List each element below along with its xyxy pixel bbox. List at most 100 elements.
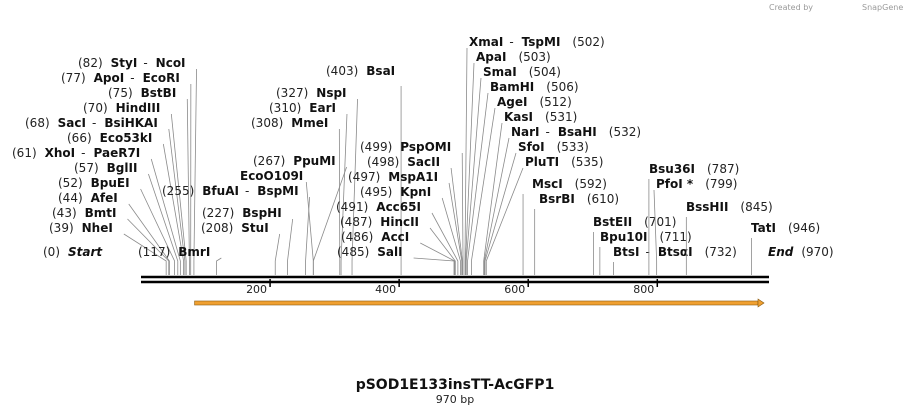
site-label[interactable]: BtsI-BtsαI(732): [613, 245, 737, 259]
site-label[interactable]: (77)ApoI-EcoRI: [61, 71, 180, 85]
site-label[interactable]: (117)BmrI: [138, 245, 210, 259]
site-xhoi-paer7i[interactable]: (61)XhoI-PaeR7I: [12, 146, 181, 275]
site-ppumi[interactable]: (267)PpuMI: [253, 154, 348, 275]
site-label[interactable]: (39)NheI: [49, 221, 113, 235]
site-agei[interactable]: AgeI(512): [471, 95, 572, 275]
site-label[interactable]: TatI(946): [751, 221, 820, 235]
site-apai[interactable]: ApaI(503): [465, 50, 551, 275]
site-label[interactable]: (308)MmeI: [251, 116, 328, 130]
site-label[interactable]: NarI-BsaHI(532): [511, 125, 641, 139]
site-kasi[interactable]: KasI(531): [483, 110, 578, 275]
site-label[interactable]: SmaI(504): [483, 65, 561, 79]
site-label[interactable]: (310)EarI: [269, 101, 336, 115]
site-bpuei[interactable]: (52)BpuEI: [58, 176, 175, 275]
site-bstbi[interactable]: (75)BstBI: [108, 86, 190, 275]
site-bsteii[interactable]: BstEII(701): [592, 215, 676, 275]
site-label[interactable]: (498)SacII: [367, 155, 440, 169]
feature-arrow-bar[interactable]: [194, 300, 759, 306]
site-nhei[interactable]: (39)NheI: [49, 221, 167, 275]
site-label[interactable]: (491)Acc65I: [336, 200, 421, 214]
site-label[interactable]: (495)KpnI: [360, 185, 431, 199]
site-label[interactable]: (52)BpuEI: [58, 176, 130, 190]
site-label[interactable]: Bpu10I(711): [600, 230, 692, 244]
site-label[interactable]: (486)AccI: [341, 230, 409, 244]
site-label[interactable]: (57)BglII: [74, 161, 137, 175]
site-bsai[interactable]: (403)BsaI: [326, 64, 402, 275]
site-label[interactable]: End(970): [768, 245, 834, 259]
site-label[interactable]: PluTI(535): [525, 155, 603, 169]
feature-arrow-head[interactable]: [757, 298, 765, 308]
site-label[interactable]: (68)SacI-BsiHKAI: [25, 116, 158, 130]
site-label[interactable]: BsrBI(610): [539, 192, 619, 206]
site-label[interactable]: (75)BstBI: [108, 86, 176, 100]
site-label[interactable]: BssHII(845): [686, 200, 773, 214]
site-label[interactable]: (70)HindIII: [83, 101, 160, 115]
site-bsshii[interactable]: BssHII(845): [685, 200, 773, 275]
site-hindiii[interactable]: (70)HindIII: [83, 101, 187, 275]
site-btsi-bts-i[interactable]: BtsI-BtsαI(732): [613, 245, 737, 275]
site-bfuai-bspmi[interactable]: (255)BfuAI-BspMI: [162, 184, 310, 275]
site-nari-bsahi[interactable]: NarI-BsaHI(532): [483, 125, 641, 275]
site-label[interactable]: SfoI(533): [518, 140, 589, 154]
site-afei[interactable]: (44)AfeI: [58, 191, 170, 275]
site-acc65i[interactable]: (491)Acc65I: [336, 200, 459, 275]
site-smai[interactable]: SmaI(504): [465, 65, 561, 275]
site-label[interactable]: MscI(592): [532, 177, 607, 191]
site-end[interactable]: End(970): [768, 245, 834, 259]
site-eari[interactable]: (310)EarI: [269, 101, 348, 275]
site-label[interactable]: ApaI(503): [476, 50, 551, 64]
site-start[interactable]: (0)Start: [43, 245, 103, 259]
site-tati[interactable]: TatI(946): [751, 221, 820, 275]
site-label[interactable]: EcoO109I: [240, 169, 303, 183]
site-label[interactable]: (44)AfeI: [58, 191, 118, 205]
site-saci-bsihkai[interactable]: (68)SacI-BsiHKAI: [25, 116, 186, 275]
site-sfoi[interactable]: SfoI(533): [484, 140, 589, 275]
site-bmti[interactable]: (43)BmtI: [52, 206, 170, 275]
site-bsphi[interactable]: (227)BspHI: [202, 206, 294, 275]
site-label[interactable]: (0)Start: [43, 245, 103, 259]
site-pspomi[interactable]: (499)PspOMI: [360, 140, 464, 275]
site-hincii[interactable]: (487)HincII: [340, 215, 456, 275]
site-label[interactable]: (267)PpuMI: [253, 154, 336, 168]
site-stui[interactable]: (208)StuI: [201, 221, 281, 275]
site-label[interactable]: (208)StuI: [201, 221, 269, 235]
site-bsrbi[interactable]: BsrBI(610): [534, 192, 619, 275]
site-label[interactable]: AgeI(512): [497, 95, 572, 109]
site-label[interactable]: XmaI-TspMI(502): [469, 35, 605, 49]
site-kpni[interactable]: (495)KpnI: [360, 185, 461, 275]
site-mspa1i[interactable]: (497)MspA1I: [348, 170, 463, 275]
site-styi-ncoi[interactable]: (82)StyI-NcoI: [78, 56, 197, 275]
site-acci[interactable]: (486)AccI: [341, 230, 456, 275]
site-msci[interactable]: MscI(592): [522, 177, 607, 275]
site-label[interactable]: KasI(531): [504, 110, 577, 124]
site-sacii[interactable]: (498)SacII: [367, 155, 463, 275]
site-bglii[interactable]: (57)BglII: [74, 161, 179, 275]
site-xmai-tspmi[interactable]: XmaI-TspMI(502): [464, 35, 605, 275]
site-nspi[interactable]: (327)NspI: [276, 86, 358, 275]
site-bpu10i[interactable]: Bpu10I(711): [599, 230, 692, 275]
site-bamhi[interactable]: BamHI(506): [467, 80, 579, 275]
site-label[interactable]: PfoI *(799): [656, 177, 737, 191]
site-eco53ki[interactable]: (66)Eco53kI: [67, 131, 184, 275]
site-pfoi-[interactable]: PfoI *(799): [653, 177, 737, 275]
site-label[interactable]: (43)BmtI: [52, 206, 117, 220]
site-label[interactable]: (499)PspOMI: [360, 140, 451, 154]
site-bmri[interactable]: (117)BmrI: [138, 245, 222, 275]
site-label[interactable]: (61)XhoI-PaeR7I: [12, 146, 140, 160]
site-label[interactable]: (327)NspI: [276, 86, 347, 100]
site-label[interactable]: (487)HincII: [340, 215, 419, 229]
site-label[interactable]: (485)SalI: [337, 245, 403, 259]
site-label[interactable]: Bsu36I(787): [649, 162, 739, 176]
site-label[interactable]: BstEII(701): [593, 215, 676, 229]
site-label[interactable]: (82)StyI-NcoI: [78, 56, 186, 70]
site-label[interactable]: (227)BspHI: [202, 206, 282, 220]
site-label[interactable]: (497)MspA1I: [348, 170, 438, 184]
site-label[interactable]: BamHI(506): [490, 80, 579, 94]
site-sali[interactable]: (485)SalI: [337, 245, 455, 275]
site-label[interactable]: (255)BfuAI-BspMI: [162, 184, 299, 198]
site-apoi-ecori[interactable]: (77)ApoI-EcoRI: [61, 71, 192, 275]
site-label[interactable]: (403)BsaI: [326, 64, 395, 78]
site-label[interactable]: (66)Eco53kI: [67, 131, 152, 145]
site-mmei[interactable]: (308)MmeI: [251, 116, 341, 275]
site-bsu36i[interactable]: Bsu36I(787): [648, 162, 739, 275]
